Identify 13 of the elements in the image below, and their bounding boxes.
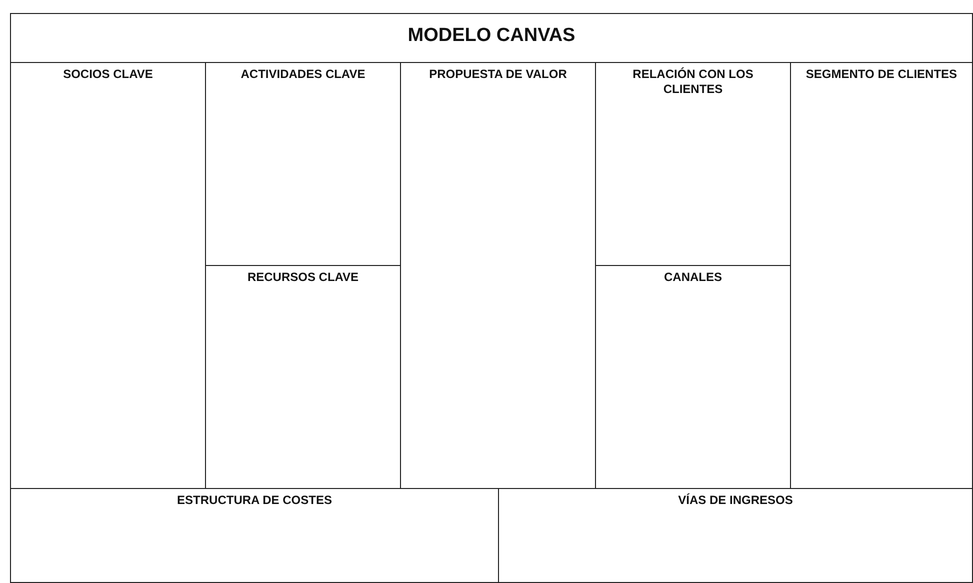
block-heading: RECURSOS CLAVE xyxy=(247,269,359,285)
canvas-block xyxy=(10,488,499,583)
title-band xyxy=(10,13,973,63)
block-heading: SOCIOS CLAVE xyxy=(63,66,153,82)
block-heading: VÍAS DE INGRESOS xyxy=(678,492,793,508)
block-heading: CANALES xyxy=(664,269,722,285)
block-heading: ESTRUCTURA DE COSTES xyxy=(177,492,332,508)
block-heading: ACTIVIDADES CLAVE xyxy=(240,66,366,82)
title-text: MODELO CANVAS xyxy=(408,24,576,48)
block-heading: PROPUESTA DE VALOR xyxy=(429,66,567,82)
block-heading: RELACIÓN CON LOS CLIENTES xyxy=(632,66,754,97)
canvas-block xyxy=(498,488,973,583)
block-heading: SEGMENTO DE CLIENTES xyxy=(806,66,958,82)
